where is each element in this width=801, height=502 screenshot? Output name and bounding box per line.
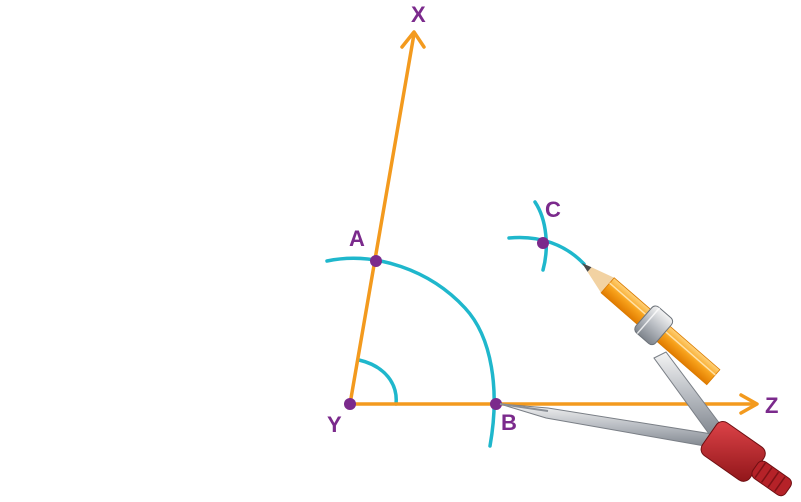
- pencil-icon: [582, 263, 721, 386]
- compass-clamp: [634, 305, 674, 346]
- point-a: [370, 255, 382, 267]
- compass-head: [700, 421, 792, 497]
- label-x: X: [411, 2, 426, 27]
- point-b: [490, 398, 502, 410]
- label-z: Z: [765, 393, 778, 418]
- pencil-lead: [582, 263, 592, 272]
- point-c: [537, 237, 549, 249]
- ray-yx: [348, 32, 416, 406]
- points: [344, 237, 549, 410]
- angle-mark-arc: [357, 358, 398, 406]
- pencil-wood: [587, 267, 615, 293]
- arc-c-vertical: [533, 200, 549, 272]
- compass-icon: [499, 351, 792, 497]
- point-y: [344, 398, 356, 410]
- compass-needle-tip: [499, 403, 549, 412]
- label-a: A: [349, 226, 365, 251]
- compass-needle-leg: [499, 403, 717, 449]
- arc-c-horizontal: [507, 235, 586, 266]
- arrow-x-head: [400, 30, 426, 49]
- arrow-z-head: [739, 393, 759, 415]
- main-arc: [325, 256, 496, 448]
- label-c: C: [545, 197, 561, 222]
- label-b: B: [501, 410, 517, 435]
- label-y: Y: [327, 412, 342, 437]
- labels: X Y Z A B C: [327, 2, 778, 437]
